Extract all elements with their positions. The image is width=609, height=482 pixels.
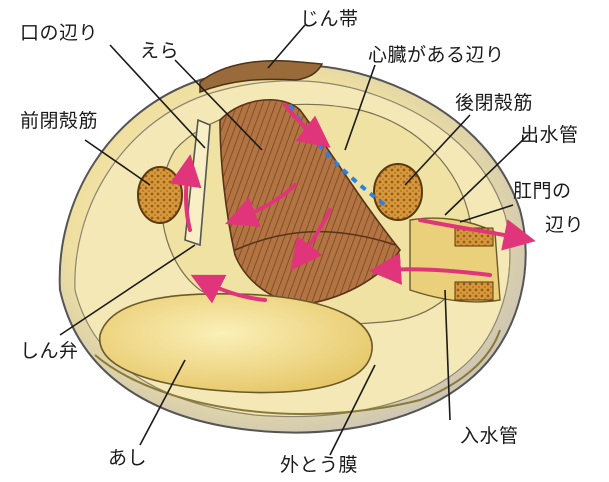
siphon-band-bottom [455, 282, 493, 300]
label-heart-area: 心臓がある辺り [368, 44, 505, 66]
label-excurrent-siphon: 出水管 [520, 124, 579, 146]
label-mouth-area: 口の辺り [20, 22, 98, 44]
label-foot: あし [108, 447, 147, 469]
label-posterior-adductor: 後閉殻筋 [455, 92, 533, 114]
label-incurrent-siphon: 入水管 [460, 425, 519, 447]
label-valve: しん弁 [20, 340, 79, 362]
posterior-adductor-shape [374, 164, 422, 220]
label-gills: えら [140, 40, 179, 62]
label-anterior-adductor: 前閉殻筋 [20, 110, 98, 132]
label-ligament: じん帯 [300, 8, 359, 30]
label-anus-area-line1: 肛門の [513, 180, 572, 202]
anterior-adductor-shape [138, 167, 182, 223]
label-mantle: 外とう膜 [280, 454, 358, 476]
label-anus-area-line2: 辺り [545, 214, 584, 236]
